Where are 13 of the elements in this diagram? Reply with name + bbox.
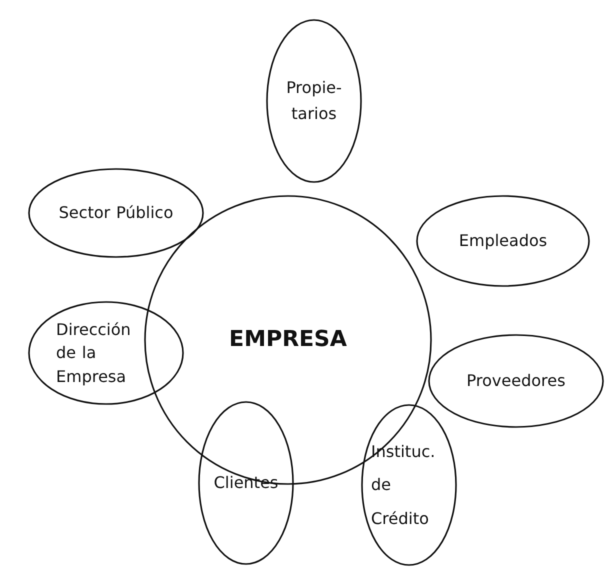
stakeholder-ellipse — [416, 195, 590, 287]
stakeholder-ellipse — [28, 301, 184, 405]
stakeholder-ellipse — [266, 19, 362, 183]
stakeholder-label: Propie-tarios — [285, 77, 343, 125]
stakeholder-ellipse — [28, 168, 204, 258]
stakeholder-label: Proveedores — [466, 370, 566, 392]
stakeholder-ellipse — [361, 404, 457, 566]
stakeholder-label: Sector Público — [58, 202, 174, 224]
stakeholder-ellipse — [428, 334, 604, 428]
company-label: EMPRESA — [229, 326, 347, 354]
stakeholder-label: Empleados — [458, 230, 548, 252]
stakeholder-ellipse — [198, 401, 294, 565]
stakeholder-label: Dirección de la Empresa — [56, 319, 132, 388]
